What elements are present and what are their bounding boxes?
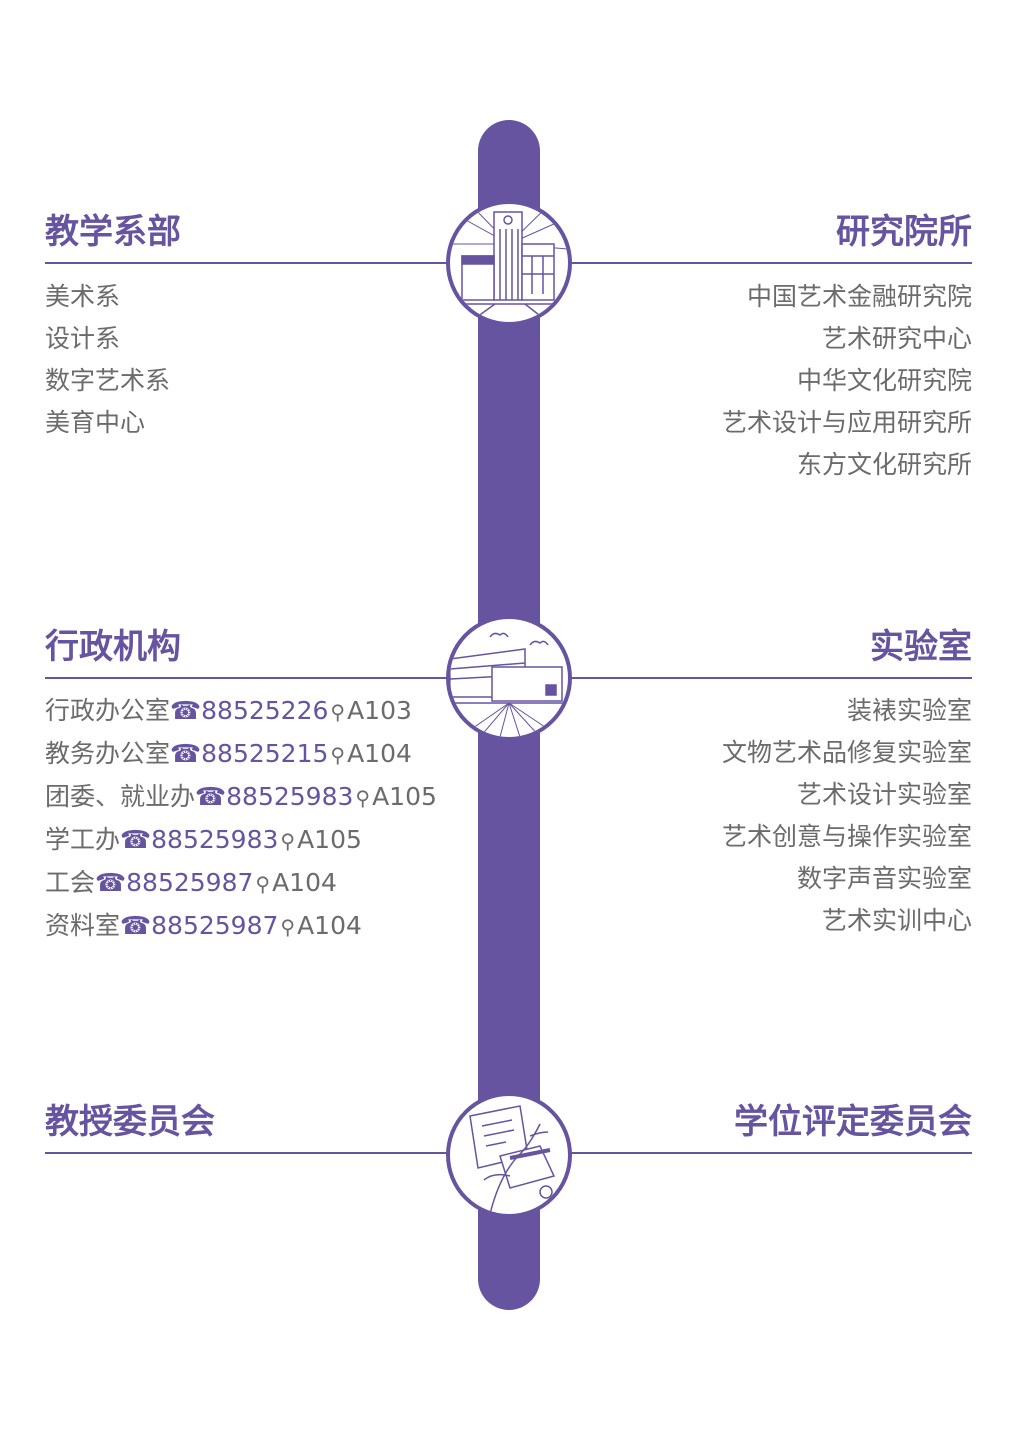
- divider: [570, 1152, 972, 1154]
- campus-illustration: [446, 615, 572, 741]
- divider: [570, 262, 972, 264]
- list-item: 艺术研究中心: [821, 324, 972, 353]
- list-item: 设计系: [45, 324, 121, 353]
- list-item: 数字艺术系: [45, 366, 171, 395]
- phone-number: 88525215: [201, 739, 329, 768]
- list-item: 美术系: [45, 282, 121, 311]
- list-item: 艺术设计实验室: [796, 780, 972, 809]
- teaching-heading: 教学系部: [45, 212, 181, 252]
- list-item: 美育中心: [45, 408, 146, 437]
- phone-number: 88525983: [151, 825, 279, 854]
- phone-icon: ☎: [120, 825, 152, 854]
- admin-item: 资料室☎88525987⚲A104: [45, 905, 437, 948]
- location-icon: ⚲: [330, 700, 346, 724]
- admin-item: 行政办公室☎88525226⚲A103: [45, 690, 437, 733]
- research-list: 中国艺术金融研究院 艺术研究中心 中华文化研究院 艺术设计与应用研究所 东方文化…: [722, 276, 972, 486]
- admin-list: 行政办公室☎88525226⚲A103 教务办公室☎88525215⚲A104 …: [45, 690, 437, 948]
- location-icon: ⚲: [280, 829, 296, 853]
- list-item: 装裱实验室: [846, 696, 972, 725]
- room-number: A105: [372, 782, 437, 811]
- list-item: 艺术实训中心: [821, 906, 972, 935]
- divider: [45, 677, 447, 679]
- location-icon: ⚲: [355, 786, 371, 810]
- list-item: 中华文化研究院: [796, 366, 972, 395]
- room-number: A104: [297, 911, 362, 940]
- office-name: 教务办公室: [45, 739, 171, 768]
- list-item: 艺术设计与应用研究所: [721, 408, 972, 437]
- room-number: A103: [347, 696, 412, 725]
- teaching-list: 美术系 设计系 数字艺术系 美育中心: [45, 276, 170, 444]
- location-icon: ⚲: [330, 743, 346, 767]
- admin-item: 学工办☎88525983⚲A105: [45, 819, 437, 862]
- room-number: A104: [347, 739, 412, 768]
- building-illustration: [446, 200, 572, 326]
- professors-heading: 教授委员会: [45, 1102, 215, 1142]
- divider: [45, 262, 447, 264]
- list-item: 东方文化研究所: [796, 450, 972, 479]
- office-name: 学工办: [45, 825, 121, 854]
- office-name: 团委、就业办: [45, 782, 196, 811]
- phone-icon: ☎: [195, 782, 227, 811]
- location-icon: ⚲: [255, 872, 271, 896]
- phone-number: 88525226: [201, 696, 329, 725]
- phone-icon: ☎: [120, 911, 152, 940]
- list-item: 中国艺术金融研究院: [746, 282, 972, 311]
- admin-item: 工会☎88525987⚲A104: [45, 862, 437, 905]
- phone-icon: ☎: [170, 739, 202, 768]
- labs-list: 装裱实验室 文物艺术品修复实验室 艺术设计实验室 艺术创意与操作实验室 数字声音…: [722, 690, 972, 942]
- admin-item: 教务办公室☎88525215⚲A104: [45, 733, 437, 776]
- phone-number: 88525987: [151, 911, 279, 940]
- divider: [45, 1152, 447, 1154]
- list-item: 文物艺术品修复实验室: [721, 738, 972, 767]
- room-number: A105: [297, 825, 362, 854]
- office-name: 工会: [45, 868, 96, 897]
- phone-number: 88525983: [226, 782, 354, 811]
- divider: [570, 677, 972, 679]
- degree-heading: 学位评定委员会: [734, 1102, 972, 1142]
- location-icon: ⚲: [280, 915, 296, 939]
- admin-item: 团委、就业办☎88525983⚲A105: [45, 776, 437, 819]
- labs-heading: 实验室: [870, 627, 972, 667]
- research-heading: 研究院所: [836, 212, 972, 252]
- phone-number: 88525987: [126, 868, 254, 897]
- office-name: 资料室: [45, 911, 121, 940]
- room-number: A104: [272, 868, 337, 897]
- list-item: 数字声音实验室: [796, 864, 972, 893]
- certificate-illustration: [446, 1092, 572, 1218]
- phone-icon: ☎: [95, 868, 127, 897]
- admin-heading: 行政机构: [45, 627, 181, 667]
- phone-icon: ☎: [170, 696, 202, 725]
- office-name: 行政办公室: [45, 696, 171, 725]
- list-item: 艺术创意与操作实验室: [721, 822, 972, 851]
